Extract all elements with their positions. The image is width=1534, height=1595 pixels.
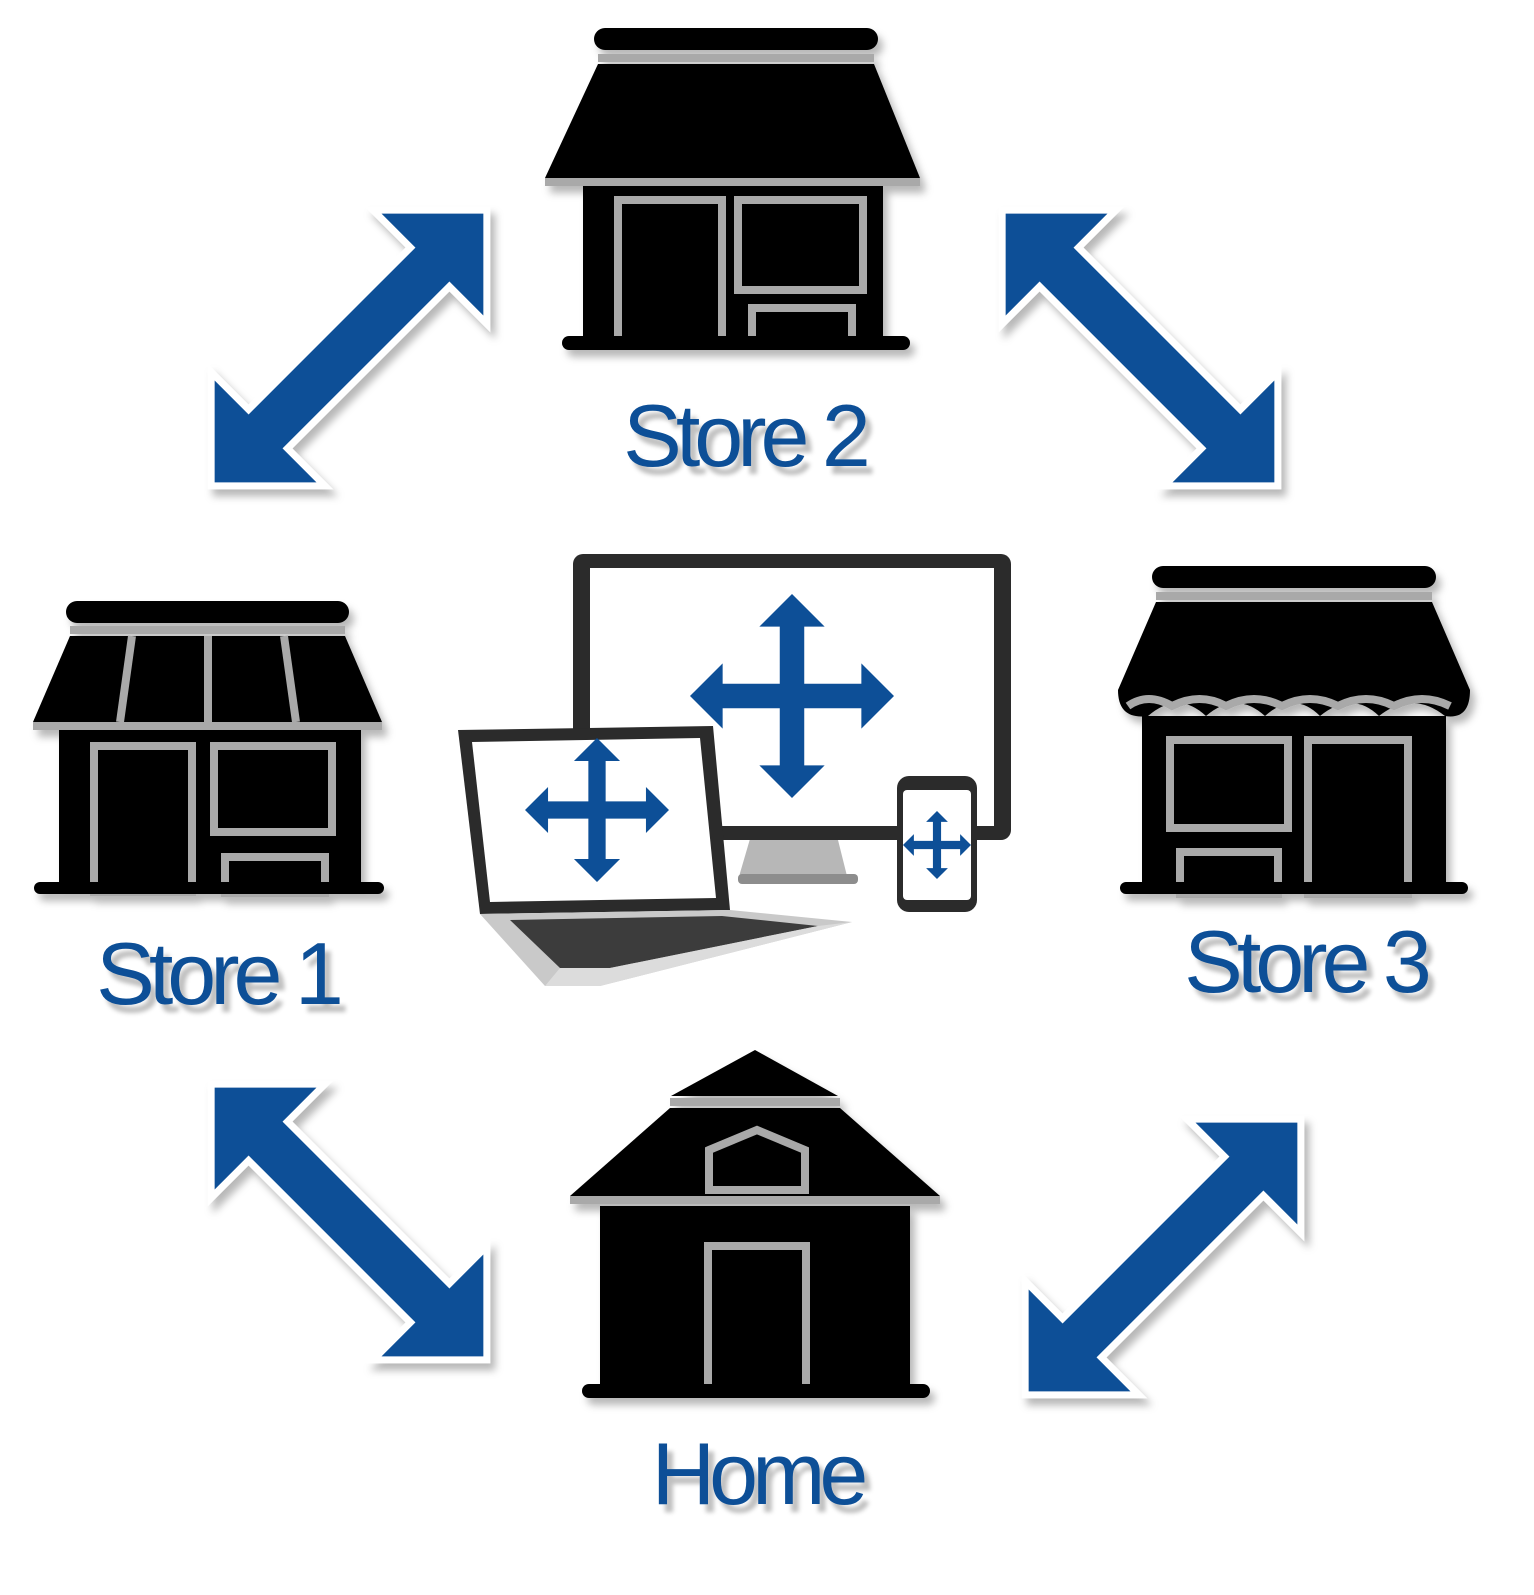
arrow-store3-home — [978, 1072, 1349, 1443]
storefront-scalloped-awning-icon — [1118, 566, 1470, 898]
label-store-2: Store 2 — [622, 386, 872, 485]
house-icon — [570, 1050, 940, 1398]
arrow-store1-home — [164, 1037, 535, 1408]
arrow-store2-store3 — [955, 163, 1326, 534]
storefront-flat-awning-icon — [545, 28, 920, 350]
arrow-store1-store2 — [164, 163, 535, 534]
label-store-3: Store 3 — [1183, 912, 1433, 1011]
label-home: Home — [651, 1424, 870, 1523]
storefront-striped-awning-icon — [33, 601, 384, 897]
label-store-1: Store 1 — [95, 924, 345, 1023]
